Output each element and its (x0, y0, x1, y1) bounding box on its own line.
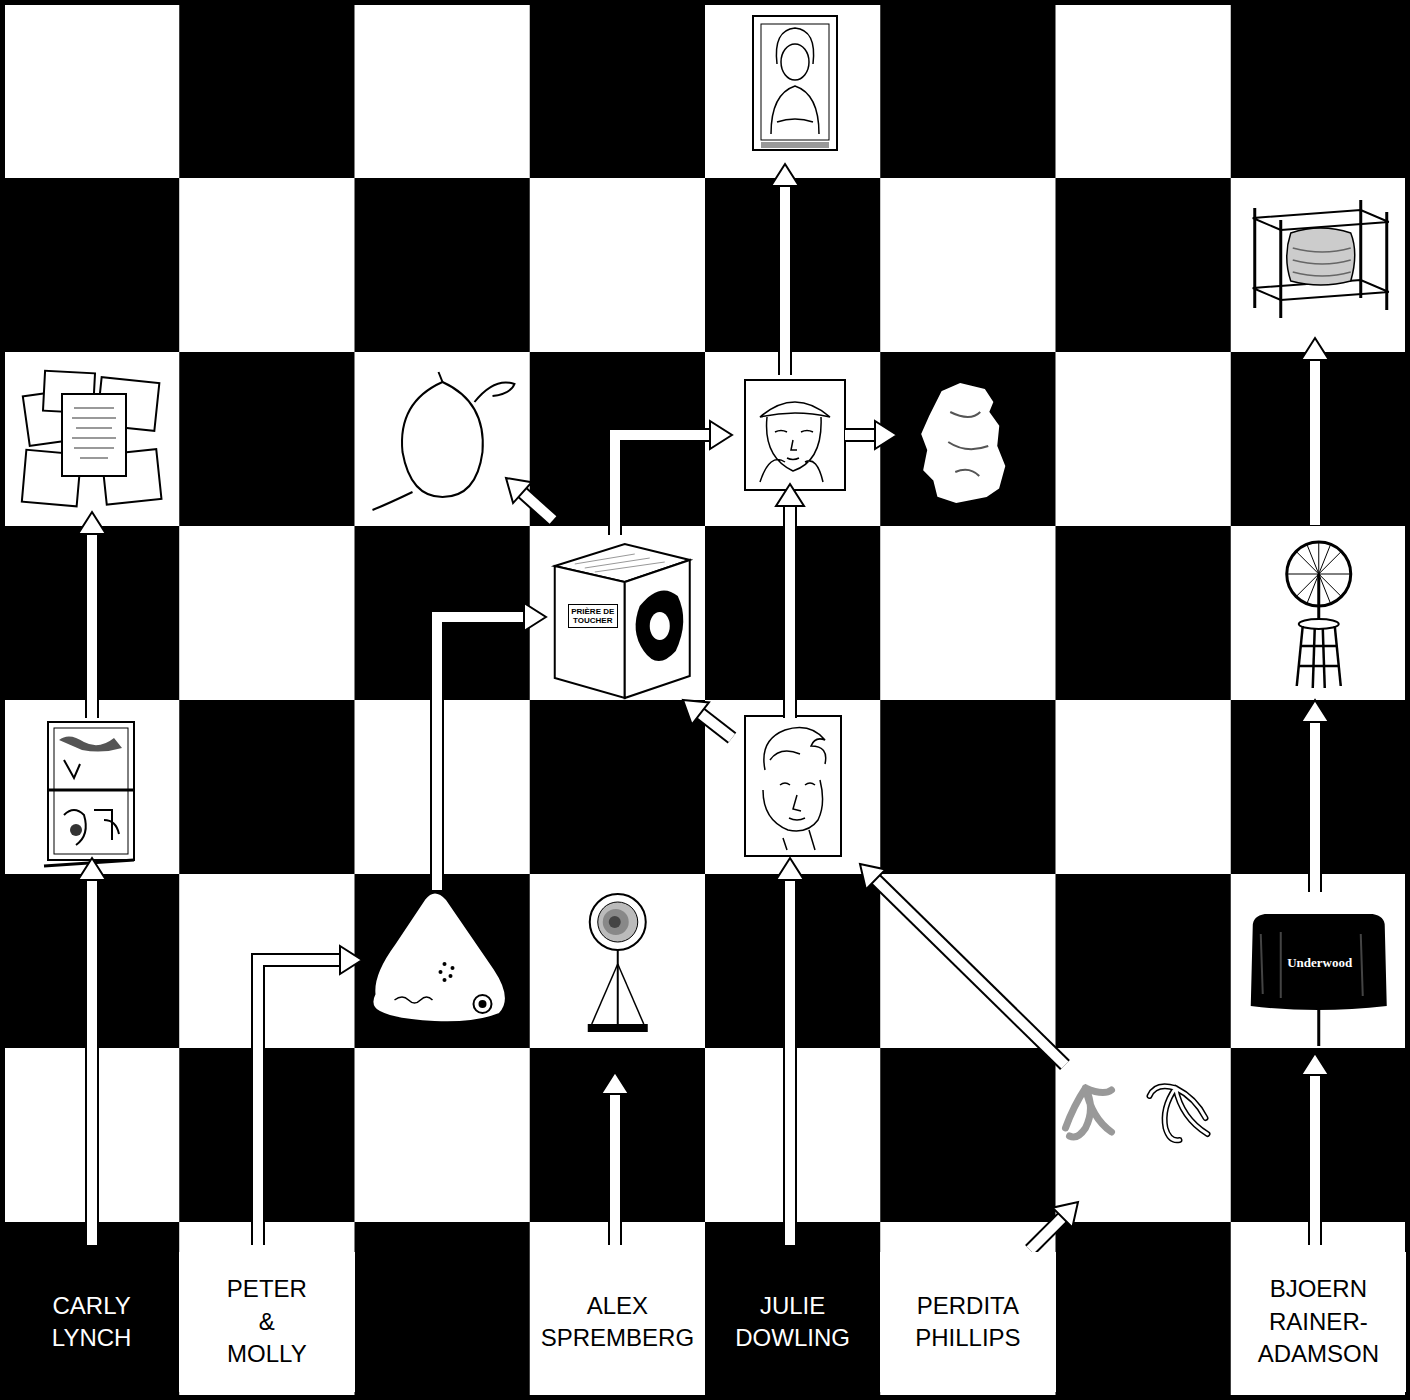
flow-arrow (1030, 1202, 1078, 1250)
flow-arrow (78, 858, 106, 1245)
artwork-icon (555, 544, 690, 698)
artwork-icon (1251, 914, 1387, 1046)
book-title: PRIÈRE DE TOUCHER (568, 604, 618, 628)
artwork-icon (372, 893, 506, 1023)
artist-name: BJOERN RAINER- ADAMSON (1258, 1273, 1379, 1370)
name-square: CARLY LYNCH (4, 1252, 179, 1392)
artist-name: PETER & MOLLY (227, 1273, 307, 1370)
board-square (179, 1048, 355, 1223)
board-square (880, 1048, 1056, 1223)
board-square (355, 352, 531, 527)
board-square (880, 4, 1056, 179)
flow-arrow (1301, 1053, 1329, 1245)
board-square (1231, 874, 1407, 1049)
board-square (4, 352, 180, 527)
board-square (1231, 1222, 1407, 1397)
artwork-icon (745, 716, 841, 856)
board-square (355, 1048, 531, 1223)
board-square (1056, 700, 1232, 875)
flow-arrow (1301, 700, 1329, 892)
board-square (179, 526, 355, 701)
flow-arrow (78, 512, 106, 718)
name-square: JULIE DOWLING (705, 1252, 880, 1392)
board-square (705, 1222, 881, 1397)
artist-name: PERDITA PHILLIPS (915, 1290, 1020, 1355)
board-square (880, 700, 1056, 875)
board-square (4, 178, 180, 353)
board-square (1231, 526, 1407, 701)
flow-arrow (615, 421, 732, 535)
board-square (355, 4, 531, 179)
artist-name: CARLY LYNCH (52, 1290, 132, 1355)
artwork-icon (745, 380, 845, 490)
artist-name: JULIE DOWLING (735, 1290, 850, 1355)
board-square (880, 178, 1056, 353)
board-square (4, 700, 180, 875)
board-square (355, 178, 531, 353)
name-square: ALEX SPREMBERG (530, 1252, 705, 1392)
brand-text: Underwood (1253, 954, 1387, 973)
name-square: PERDITA PHILLIPS (880, 1252, 1055, 1392)
board-square (530, 4, 706, 179)
board-square (355, 1222, 531, 1397)
board-square (705, 700, 881, 875)
artist-name: ALEX SPREMBERG (541, 1290, 694, 1355)
board-square (530, 874, 706, 1049)
artwork-icon (1287, 542, 1351, 688)
board-square (4, 4, 180, 179)
board-square (705, 178, 881, 353)
name-square: BJOERN RAINER- ADAMSON (1231, 1252, 1406, 1392)
flow-arrow (776, 858, 804, 1245)
flow-arrow (437, 603, 546, 890)
flow-arrow (506, 478, 553, 520)
artwork-icon (922, 384, 1004, 502)
board-square (1056, 874, 1232, 1049)
flow-arrow (601, 1072, 629, 1245)
board-square (530, 526, 706, 701)
board-square (1231, 178, 1407, 353)
artwork-icon (753, 16, 837, 150)
flow-arrow (1301, 338, 1329, 525)
board-square (1056, 1222, 1232, 1397)
artwork-icon (44, 722, 134, 866)
board-square (179, 352, 355, 527)
artwork-icon (1066, 1086, 1208, 1140)
flow-arrow (776, 484, 804, 718)
board-square (179, 1222, 355, 1397)
board-square (880, 352, 1056, 527)
artwork-icon (22, 371, 162, 507)
board-square (530, 700, 706, 875)
board-square (705, 352, 881, 527)
board-square (1231, 4, 1407, 179)
board-square (1231, 352, 1407, 527)
artwork-icon (588, 894, 648, 1032)
board-square (1056, 1048, 1232, 1223)
board-square (179, 700, 355, 875)
board-square (355, 874, 531, 1049)
board-square (530, 1222, 706, 1397)
board-square (1056, 352, 1232, 527)
board-square (880, 526, 1056, 701)
artwork-icon (1253, 200, 1389, 318)
name-square: PETER & MOLLY (179, 1252, 354, 1392)
artwork-icon (373, 372, 515, 510)
flow-arrow (258, 946, 362, 1245)
board-square (179, 178, 355, 353)
flow-arrow (860, 864, 1065, 1065)
flow-arrow (845, 421, 897, 449)
board-square (4, 1222, 180, 1397)
flow-arrow (683, 700, 732, 738)
board-square (705, 4, 881, 179)
flow-arrow (771, 164, 799, 375)
board-square (1056, 178, 1232, 353)
board-square (1056, 4, 1232, 179)
board-square (179, 4, 355, 179)
board-square (530, 178, 706, 353)
board-square (1056, 526, 1232, 701)
